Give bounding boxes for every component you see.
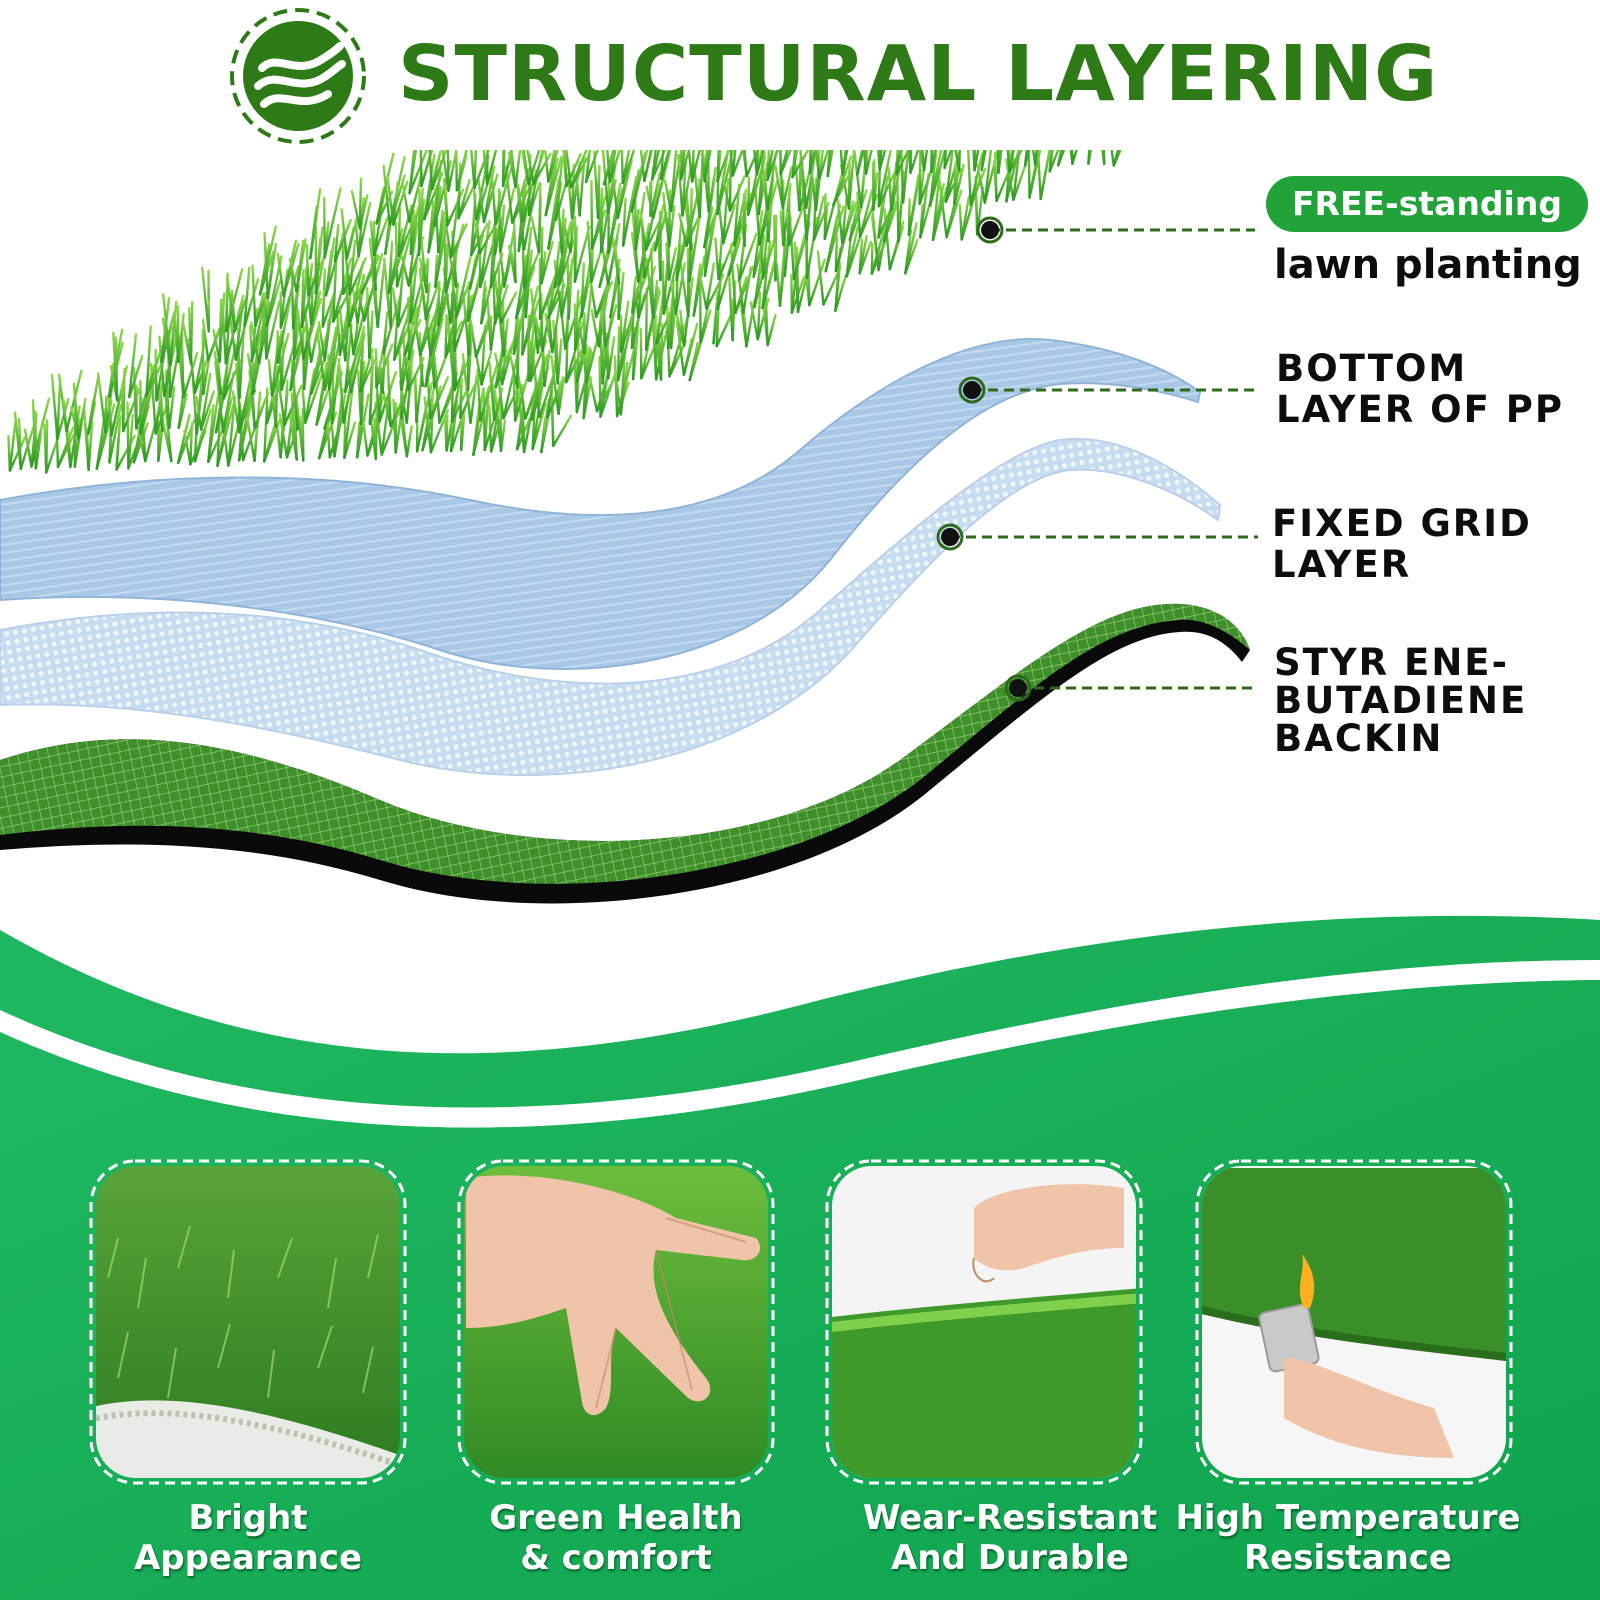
turf-layers-illustration	[0, 150, 1258, 904]
turf-closeup-image	[89, 1159, 407, 1485]
pp-label-line: LAYER OF PP	[1276, 388, 1564, 431]
feature-label-line: & comfort	[520, 1538, 712, 1578]
feature-card	[1194, 1158, 1514, 1486]
feature-card	[88, 1158, 408, 1486]
feature-card	[824, 1158, 1144, 1486]
grid-layer-label: FIXED GRID LAYER	[1272, 503, 1532, 585]
hand-on-turf-image	[457, 1159, 775, 1485]
pp-bottom-layer	[0, 338, 1202, 670]
sbr-label-line: BUTADIENE	[1274, 679, 1528, 722]
feature-label-line: Resistance	[1244, 1538, 1452, 1578]
wave-leaf-icon	[230, 8, 366, 144]
sbr-label-line: BACKIN	[1274, 717, 1444, 760]
pulling-turf-image	[825, 1159, 1143, 1485]
fixed-grid-layer	[0, 437, 1222, 776]
lawn-planting-label: lawn planting	[1274, 242, 1582, 288]
page-title: STRUCTURAL LAYERING	[398, 30, 1439, 119]
sbr-backing-label: STYR ENE- BUTADIENE BACKIN	[1274, 644, 1527, 758]
green-grid-layer	[0, 603, 1250, 884]
feature-label-bright: Bright Appearance	[48, 1498, 448, 1578]
feature-card	[456, 1158, 776, 1486]
feature-label-high-temperature: High Temperature Resistance	[1148, 1498, 1548, 1578]
grid-label-line: FIXED GRID	[1272, 502, 1532, 545]
free-standing-pill: FREE-standing	[1266, 176, 1588, 232]
feature-label-green-health: Green Health & comfort	[416, 1498, 816, 1578]
grid-label-line: LAYER	[1272, 543, 1412, 586]
pp-label-line: BOTTOM	[1276, 347, 1468, 390]
callout-leaders	[936, 216, 1258, 702]
feature-label-line: High Temperature	[1175, 1498, 1521, 1538]
lighter-on-turf-image	[1195, 1159, 1513, 1485]
pp-layer-label: BOTTOM LAYER OF PP	[1276, 348, 1564, 430]
feature-label-line: Wear-Resistant	[862, 1498, 1158, 1538]
lawn-grass-layer	[7, 150, 1122, 474]
feature-label-line: And Durable	[891, 1538, 1129, 1578]
feature-label-wear-resistant: Wear-Resistant And Durable	[810, 1498, 1210, 1578]
sbr-label-line: STYR ENE-	[1274, 641, 1509, 684]
feature-label-line: Green Health	[489, 1498, 743, 1538]
feature-label-line: Appearance	[133, 1538, 363, 1578]
feature-label-line: Bright	[188, 1498, 308, 1538]
